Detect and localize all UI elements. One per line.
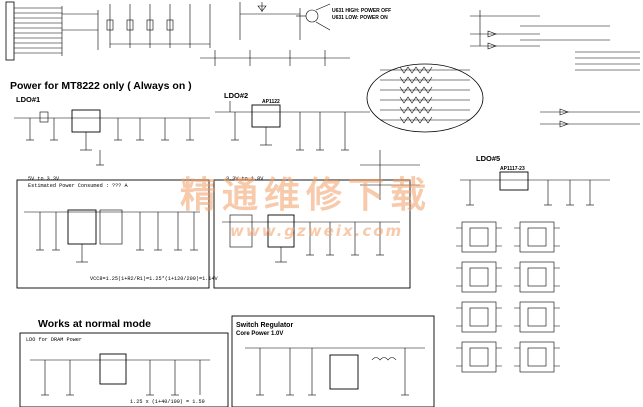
note-estimated-current: Estimated Power Consumed : ??? A xyxy=(28,183,128,189)
note-ldo-dram: LDO for DRAM Power xyxy=(26,337,83,343)
note-3v3-to-1v8: 3.3V to 1.8V xyxy=(226,176,264,182)
heading-power-mt8222: Power for MT8222 only ( Always on ) xyxy=(10,80,192,92)
note-u631-high: U631 HIGH: POWER OFF xyxy=(332,8,392,14)
ldo2-circuit xyxy=(215,101,370,151)
heading-switch-regulator: Switch Regulator xyxy=(236,322,294,329)
box-ldo-dram xyxy=(19,332,229,407)
note-ddr-equation: 1.25 x (1+40/100) = 1.59 xyxy=(130,399,205,405)
ldo1-circuit xyxy=(14,109,210,166)
watermark-chinese: 精通维修下载 xyxy=(180,175,433,216)
label-ldo2: LDO#2 xyxy=(224,91,249,100)
heading-works-normal: Works at normal mode xyxy=(38,318,151,330)
box-5v-to-3v3 xyxy=(16,179,210,289)
note-5v-to-3v3: 5V to 3.3V xyxy=(28,176,60,182)
note-vcc-equation: VCC8=1.25(1+R2/R1)=1.25*(1+120/200)=1.14… xyxy=(90,276,218,282)
label-ldo5: LDO#5 xyxy=(476,154,501,163)
label-ldo1: LDO#1 xyxy=(16,95,41,104)
label-ap1117-23: AP1117-23 xyxy=(500,166,525,172)
relay-grid xyxy=(456,221,560,373)
right-side-nets xyxy=(540,108,640,128)
top-left-connector xyxy=(5,1,99,61)
label-ap1122: AP1122 xyxy=(262,99,280,105)
note-u631-low: U631 LOW: POWER ON xyxy=(332,15,388,21)
top-mid-parts xyxy=(106,2,350,66)
box-3v3-to-1v8 xyxy=(213,179,411,289)
watermark-url: www.gzweix.com xyxy=(230,222,404,240)
box-switch-regulator xyxy=(231,315,435,407)
heading-core-power: Core Power 1.0V xyxy=(236,331,284,337)
resistor-network-ellipse xyxy=(366,63,484,133)
ldo5-circuit xyxy=(360,150,610,206)
top-right-nets xyxy=(470,10,640,71)
